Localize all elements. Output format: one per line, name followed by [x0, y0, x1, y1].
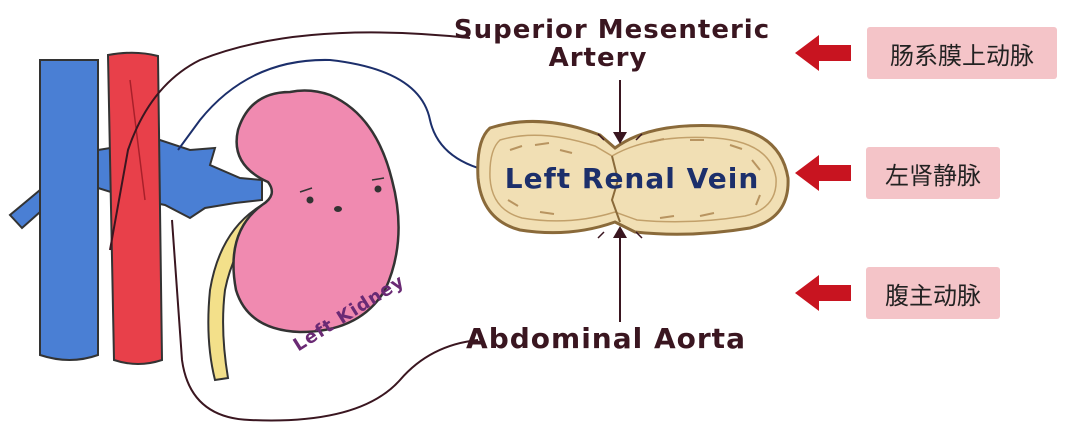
aorta-vessel: [106, 51, 164, 365]
left-renal-vein-cross-section: [476, 120, 790, 236]
sma-indicator-arrow: [795, 35, 851, 71]
kidney-eye-right: [374, 185, 382, 193]
kidney-eye-left: [306, 196, 314, 204]
sma-label-line2: Artery: [549, 43, 648, 73]
vein-leader-line: [177, 58, 506, 175]
sma-compression-arrow: [597, 80, 643, 144]
sma-label-line1: Superior Mesenteric: [454, 15, 770, 45]
abdominal-aorta-label: Abdominal Aorta: [466, 322, 746, 355]
kidney-mouth: [334, 206, 342, 212]
sma-leader-line: [109, 31, 471, 251]
sma-chinese-label: 肠系膜上动脉: [867, 27, 1057, 79]
left-renal-vein-chinese-label: 左肾静脉: [866, 147, 1000, 199]
vein-indicator-arrow: [795, 155, 851, 191]
left-renal-vein-label: Left Renal Vein: [505, 162, 760, 195]
abdominal-aorta-chinese-label: 腹主动脉: [866, 267, 1000, 319]
left-kidney: [232, 89, 400, 334]
aorta-compression-arrow: [597, 226, 643, 322]
aorta-leader-line: [171, 219, 479, 422]
aorta-indicator-arrow: [795, 275, 851, 311]
inferior-vena-cava: [8, 59, 99, 361]
